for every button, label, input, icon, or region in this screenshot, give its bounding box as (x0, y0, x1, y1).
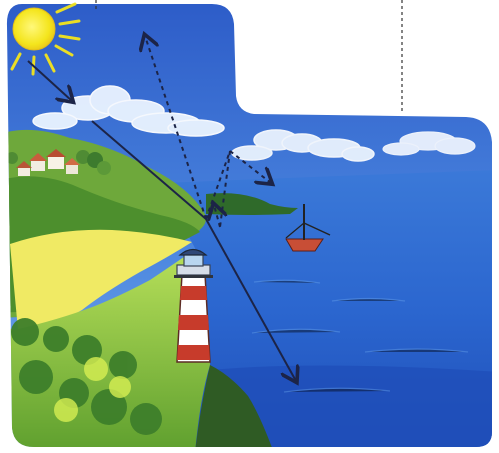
lighthouse-icon (174, 250, 213, 363)
